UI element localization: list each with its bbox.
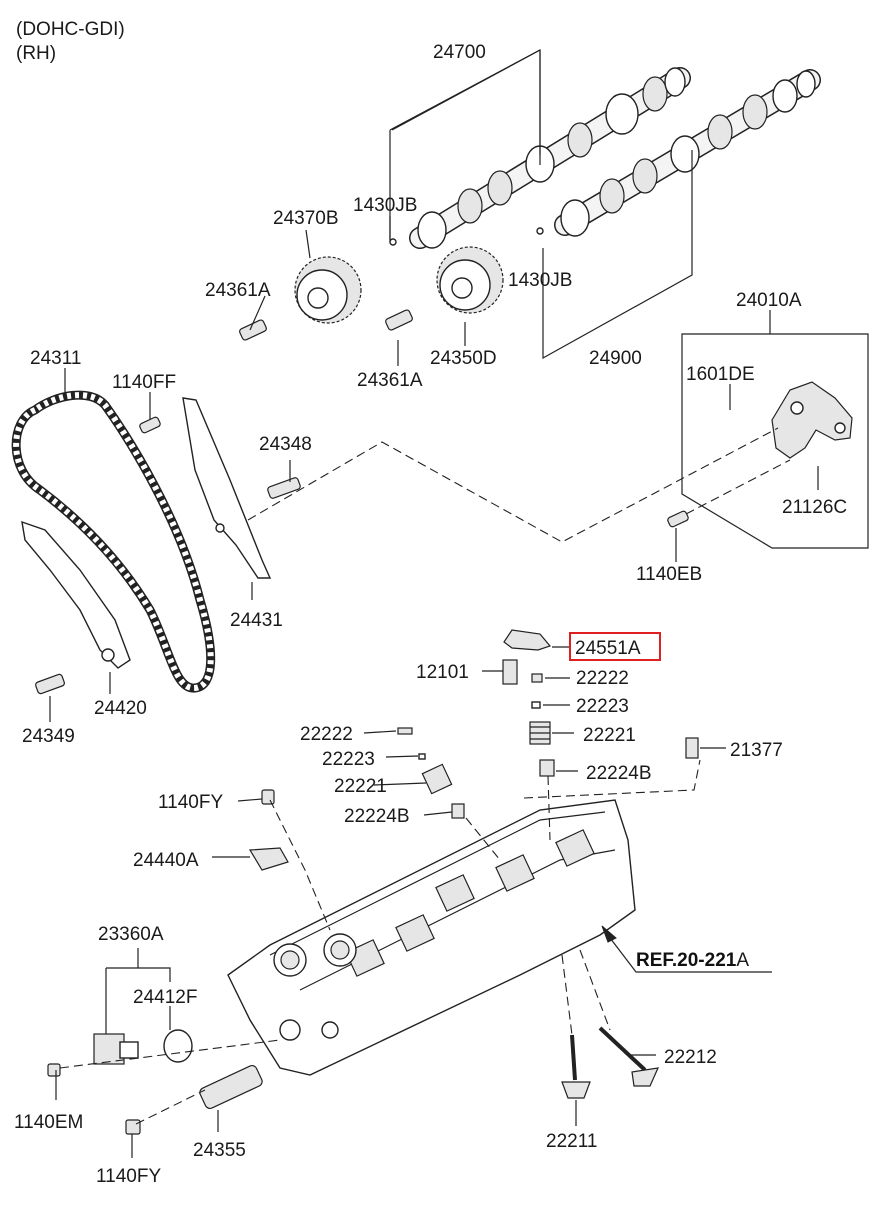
hydraulic-lash-adjuster-12101[interactable] (502, 659, 518, 685)
valve-spring-right[interactable] (529, 721, 551, 745)
ocv-24355[interactable] (198, 1064, 263, 1110)
part-label-1140fy[interactable]: 1140FY (158, 792, 223, 813)
valve-retainer-left[interactable] (418, 753, 426, 760)
part-label-24900[interactable]: 24900 (589, 348, 642, 369)
dowel-pin-icon (389, 238, 397, 246)
part-label-1140em[interactable]: 1140EM (14, 1112, 83, 1133)
part-label-24412f[interactable]: 24412F (133, 987, 197, 1008)
ref-label-bold: REF.20-221 (636, 950, 737, 971)
highlight-box (569, 632, 661, 661)
oil-control-valve-23360a[interactable] (93, 1033, 139, 1065)
intake-camshaft[interactable] (409, 67, 691, 249)
ref-arrow-icon (601, 925, 772, 973)
part-label-24010a[interactable]: 24010A (736, 290, 802, 311)
part-label-23360a[interactable]: 23360A (98, 924, 164, 945)
part-label-1601de[interactable]: 1601DE (686, 364, 755, 385)
part-label-22224b[interactable]: 22224B (586, 763, 652, 784)
part-label-24420[interactable]: 24420 (94, 698, 147, 719)
part-label-24311[interactable]: 24311 (30, 348, 81, 369)
part-label-1430jb[interactable]: 1430JB (508, 270, 572, 291)
part-label-21126c[interactable]: 21126C (782, 497, 847, 518)
exhaust-camshaft[interactable] (554, 69, 821, 237)
retainer-lock-left[interactable] (397, 727, 413, 735)
intake-valve-22211[interactable] (561, 1034, 591, 1099)
engine-type-label: (DOHC-GDI) (16, 19, 125, 40)
part-label-22211[interactable]: 22211 (546, 1131, 597, 1152)
side-label: (RH) (16, 43, 56, 64)
part-label-24361a[interactable]: 24361A (205, 280, 271, 301)
part-label-1140fy[interactable]: 1140FY (96, 1166, 161, 1187)
part-label-21377[interactable]: 21377 (730, 740, 783, 761)
ref-label[interactable]: REF.20-221A (636, 950, 749, 971)
dashed-guide-lines (59, 427, 791, 1125)
part-label-12101[interactable]: 12101 (416, 662, 469, 683)
bracket-24440a[interactable] (248, 847, 289, 871)
part-label-24361a[interactable]: 24361A (357, 370, 423, 391)
valve-spring-left[interactable] (421, 763, 453, 795)
part-label-22222[interactable]: 22222 (300, 724, 353, 745)
rocker-arm-24551a[interactable] (503, 629, 552, 651)
timing-chain[interactable] (11, 390, 216, 693)
part-label-24551a[interactable]: 24551A (575, 638, 641, 659)
part-label-22221[interactable]: 22221 (334, 776, 387, 797)
part-label-1140ff[interactable]: 1140FF (112, 372, 176, 393)
exhaust-valve-22212[interactable] (598, 1026, 659, 1087)
dowel-pin-icon (536, 227, 544, 235)
sensor-21377[interactable] (685, 737, 699, 759)
part-label-24370b[interactable]: 24370B (273, 208, 339, 229)
tensioner-bracket-box (681, 333, 869, 549)
gasket-24412f[interactable] (163, 1029, 193, 1063)
part-label-22223[interactable]: 22223 (322, 749, 375, 770)
part-label-24440a[interactable]: 24440A (133, 850, 199, 871)
cvvt-assembly-intake[interactable] (294, 256, 362, 324)
stem-seal-right[interactable] (539, 759, 555, 777)
part-label-24431[interactable]: 24431 (230, 610, 283, 631)
cvvt-assembly-exhaust[interactable] (436, 246, 504, 314)
part-label-1140eb[interactable]: 1140EB (636, 564, 702, 585)
part-label-24355[interactable]: 24355 (193, 1140, 246, 1161)
part-label-24348[interactable]: 24348 (259, 434, 312, 455)
timing-chain-tensioner-bracket[interactable] (771, 381, 853, 459)
part-label-22221[interactable]: 22221 (583, 725, 636, 746)
bolt-icon (35, 309, 689, 1135)
part-label-24700[interactable]: 24700 (433, 42, 486, 63)
cylinder-head[interactable] (227, 799, 636, 1076)
part-label-1430jb[interactable]: 1430JB (353, 195, 417, 216)
valve-retainer-right[interactable] (531, 701, 541, 709)
ref-label-suffix: A (736, 950, 749, 971)
part-label-24350d[interactable]: 24350D (430, 348, 497, 369)
part-label-22223[interactable]: 22223 (576, 696, 629, 717)
part-label-22222[interactable]: 22222 (576, 668, 629, 689)
part-label-22212[interactable]: 22212 (664, 1047, 717, 1068)
part-label-22224b[interactable]: 22224B (344, 806, 410, 827)
chain-guide-24431[interactable] (182, 397, 272, 579)
chain-tensioner-arm-24420[interactable] (21, 520, 131, 669)
stem-seal-left[interactable] (451, 803, 465, 819)
leader-lines (49, 49, 819, 1158)
part-label-24349[interactable]: 24349 (22, 726, 75, 747)
retainer-lock-right[interactable] (531, 673, 543, 683)
